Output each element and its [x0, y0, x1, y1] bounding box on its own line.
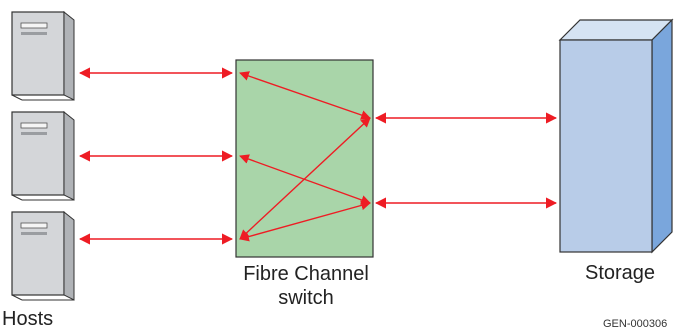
storage-array — [558, 18, 674, 254]
switch-label-line2: switch — [278, 287, 334, 309]
hosts-label: Hosts — [2, 308, 54, 330]
switch-label: Fibre Channel switch — [226, 262, 386, 310]
host-server-1 — [11, 10, 75, 101]
host-server-3 — [11, 210, 75, 301]
switch-path-4 — [239, 200, 371, 242]
switch-label-line1: Fibre Channel — [243, 263, 369, 285]
host-server-2 — [11, 110, 75, 201]
fibre-channel-switch — [235, 59, 374, 258]
figure-id: GEN-000306 — [603, 318, 668, 330]
storage-label: Storage — [585, 262, 656, 284]
switch-path-1 — [239, 71, 371, 120]
